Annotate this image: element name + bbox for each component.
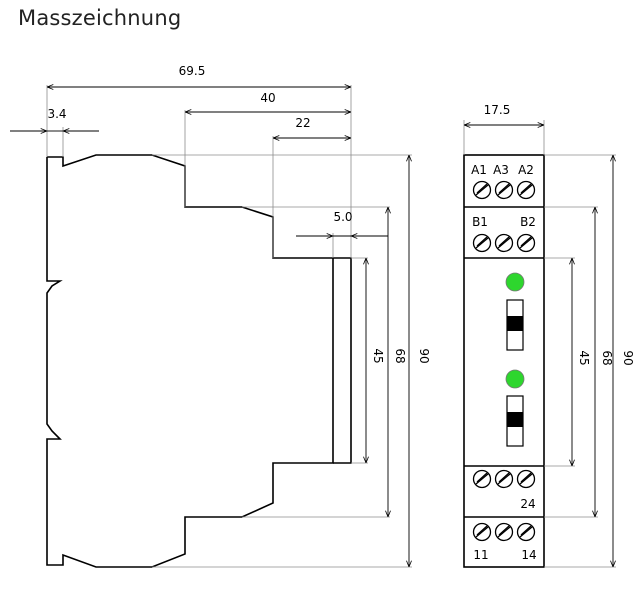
screw-icon — [516, 469, 536, 489]
screw-terminal-row-b — [472, 233, 536, 253]
dim-overall-width: 69.5 — [179, 64, 206, 78]
screw-terminal-row-top — [472, 180, 536, 200]
screw-icon — [472, 522, 492, 542]
terminal-label-b2: B2 — [520, 215, 536, 229]
dip-switch-1[interactable] — [506, 299, 524, 351]
dim-front-view-90: 90 — [621, 350, 635, 365]
screw-icon — [472, 469, 492, 489]
led-indicator-2 — [505, 369, 525, 389]
dim-front-view-45: 45 — [577, 350, 591, 365]
page-title: Masszeichnung — [18, 6, 182, 30]
dim-front-depth: 5.0 — [333, 210, 352, 224]
terminal-label-a1: A1 — [471, 163, 487, 177]
dim-front-view-68: 68 — [600, 350, 614, 365]
front-view-housing — [463, 154, 545, 568]
terminal-label-24: 24 — [520, 497, 535, 511]
terminal-label-a3: A3 — [493, 163, 509, 177]
screw-icon — [494, 180, 514, 200]
dim-rail: 3.4 — [47, 107, 66, 121]
dim-40: 40 — [260, 91, 275, 105]
terminal-label-a2: A2 — [518, 163, 534, 177]
dim-mid-height: 68 — [393, 348, 407, 363]
dip-switch-2[interactable] — [506, 395, 524, 447]
screw-icon — [494, 522, 514, 542]
screw-icon — [472, 180, 492, 200]
terminal-label-b1: B1 — [472, 215, 488, 229]
screw-icon — [494, 233, 514, 253]
side-view-outline — [46, 154, 334, 568]
dim-front-height: 45 — [371, 348, 385, 363]
led-indicator-1 — [505, 272, 525, 292]
dim-front-width: 17.5 — [484, 103, 511, 117]
screw-icon — [472, 233, 492, 253]
screw-icon — [516, 180, 536, 200]
dim-total-height: 90 — [417, 348, 431, 363]
front-view: A1 A3 A2 B1 B2 24 11 14 — [463, 103, 635, 568]
screw-icon — [516, 233, 536, 253]
terminal-label-11: 11 — [473, 548, 488, 562]
screw-terminal-row-bottom — [472, 522, 536, 542]
screw-icon — [516, 522, 536, 542]
terminal-label-14: 14 — [521, 548, 536, 562]
screw-icon — [494, 469, 514, 489]
screw-terminal-row-24 — [472, 469, 536, 489]
front-plate — [333, 257, 352, 464]
dim-22: 22 — [295, 116, 310, 130]
side-view: 69.5 40 22 3.4 5.0 45 68 90 — [10, 64, 431, 568]
